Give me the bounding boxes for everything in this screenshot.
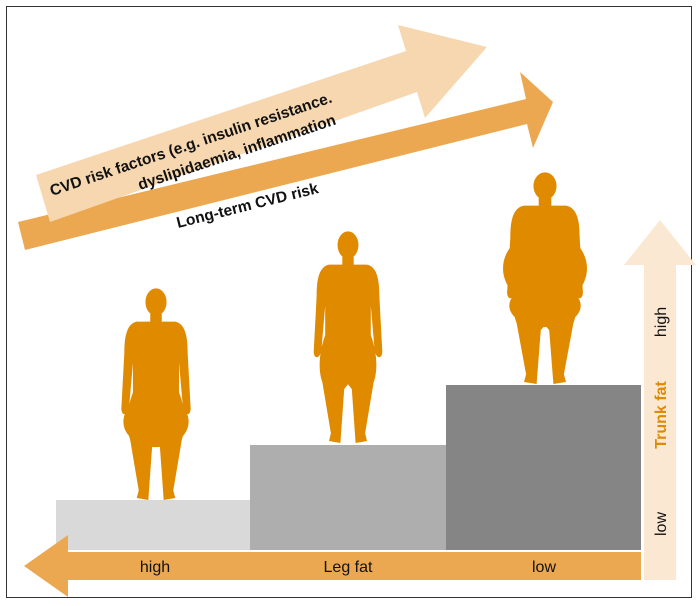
pear-shaped-figure — [121, 288, 191, 500]
trunk-fat-low-label: low — [653, 512, 670, 536]
step-high-leg-fat — [56, 500, 250, 550]
step-medium — [250, 445, 446, 550]
leg-fat-axis-title: Leg fat — [324, 559, 373, 576]
long-term-risk-arrow — [18, 72, 553, 250]
leg-fat-low-label: low — [532, 559, 556, 576]
trunk-fat-high-label: high — [653, 307, 670, 337]
risk-factors-arrow — [36, 25, 487, 222]
trunk-fat-arrow — [624, 220, 696, 580]
intermediate-figure — [313, 231, 383, 443]
leg-fat-high-label: high — [140, 559, 170, 576]
leg-fat-arrow — [24, 535, 641, 597]
step-low-leg-fat — [446, 385, 641, 550]
trunk-fat-axis-title: Trunk fat — [653, 381, 670, 449]
apple-shaped-figure — [503, 172, 587, 384]
